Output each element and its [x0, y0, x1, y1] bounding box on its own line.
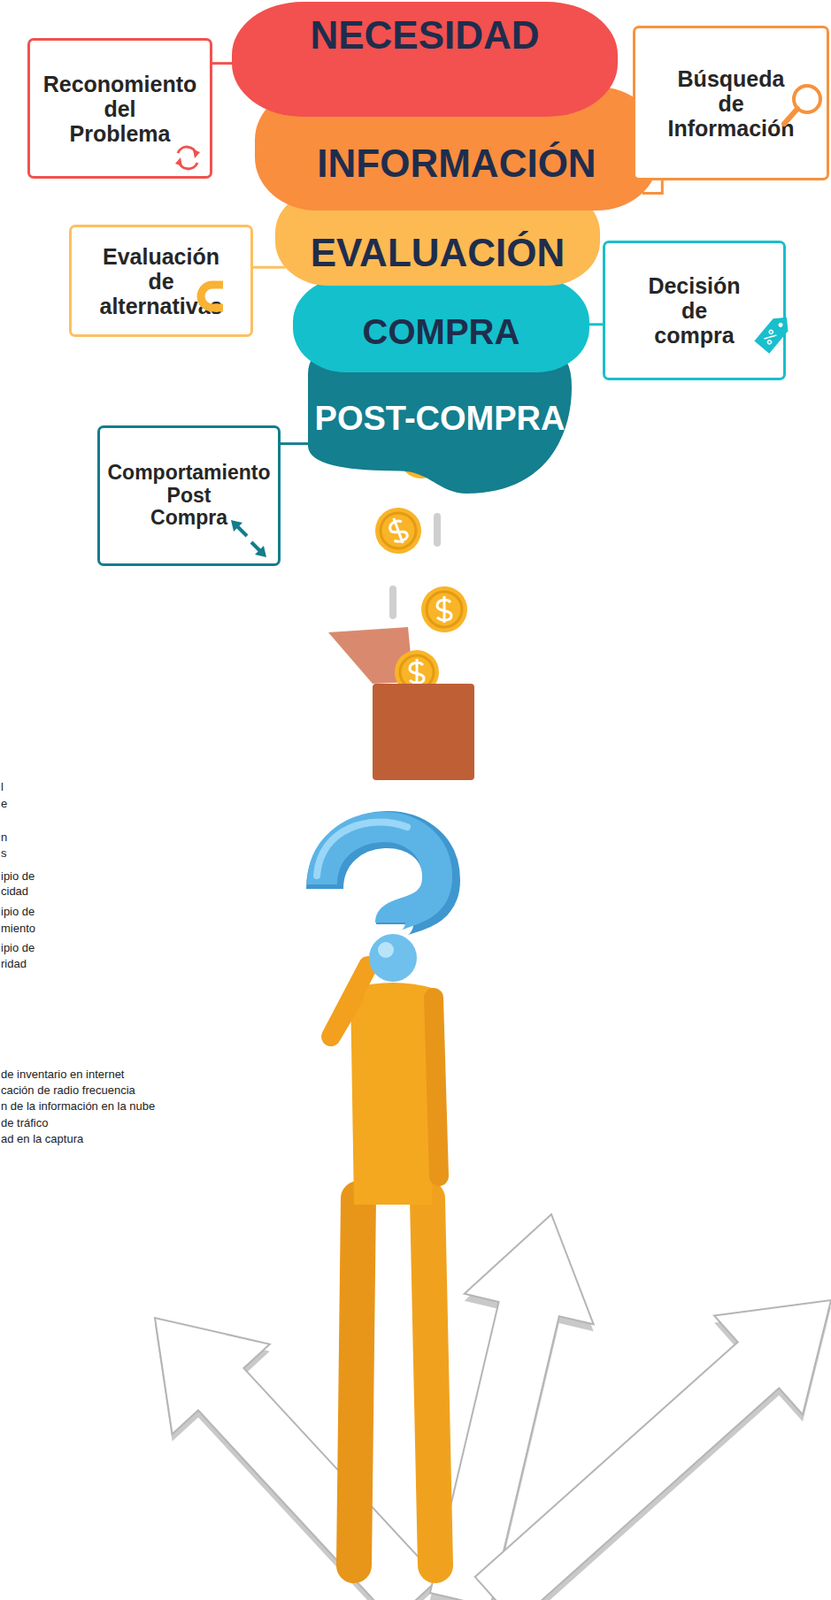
connector-line [642, 180, 663, 193]
cut-off-text: s [0, 846, 8, 861]
exchange-arrow [235, 524, 247, 537]
magnet-shape [200, 284, 224, 308]
band-label: POST-COMPRA [272, 401, 608, 436]
stage-box: Evaluación de alternativas [69, 224, 254, 338]
cut-off-text: de inventario en internet [0, 1068, 124, 1082]
coin [421, 586, 468, 633]
stage-box: Decisión de compra [602, 240, 786, 381]
exchange-head [230, 520, 243, 532]
stage-box: Comportamiento Post Compra [97, 425, 281, 567]
thinking-person [330, 934, 439, 1567]
person-torso [350, 983, 436, 1206]
cut-off-text: cidad [0, 884, 29, 899]
crossroad-arrows [154, 1215, 831, 1600]
box-label: Búsqueda de Información [644, 66, 818, 141]
coin-rim [375, 507, 421, 554]
magnifier-handle [784, 108, 798, 124]
dollar-symbol [437, 596, 452, 624]
question-mark-highlight [316, 823, 408, 877]
money-box [328, 627, 475, 781]
percent-dot [769, 329, 775, 335]
percent-slash [764, 330, 778, 344]
cut-off-text: ipio de [0, 941, 35, 955]
band-label: NECESIDAD [196, 15, 654, 55]
connector-line [212, 61, 232, 65]
funnel-band: COMPRA [292, 277, 590, 373]
question-mark [316, 823, 442, 925]
funnel-band: NECESIDAD [231, 1, 618, 117]
coin-face [421, 586, 468, 633]
connector-line [589, 323, 603, 326]
stage-box: Reconomiento del Problema [27, 38, 213, 179]
connector-line [280, 442, 308, 446]
cut-off-text: l [0, 780, 4, 794]
cut-off-text: cación de radio frecuencia [0, 1084, 136, 1098]
coin-rim [426, 592, 462, 628]
stage-box: Búsqueda de Información [632, 25, 830, 181]
coin [369, 501, 429, 562]
tag-shape [754, 311, 794, 354]
exchange-arrow [251, 542, 262, 554]
person-arm [330, 966, 369, 1038]
box-label: Comportamiento Post Compra [105, 461, 273, 531]
connector-line [253, 266, 285, 270]
box-label: Decisión de compra [614, 273, 775, 348]
cut-off-text: miento [0, 922, 36, 936]
exchange-icon [230, 520, 267, 558]
motion-bar [433, 513, 441, 547]
motion-bar [389, 585, 397, 620]
cut-off-text: ad en la captura [0, 1132, 84, 1147]
dollar-symbol [409, 659, 424, 686]
tag-hole [777, 322, 784, 329]
magnet-icon [200, 284, 224, 308]
band-label: COMPRA [257, 314, 625, 350]
person-arm [433, 998, 439, 1178]
cycle-icon [175, 146, 201, 170]
path-arrow [154, 1318, 439, 1600]
magnifier-icon [784, 85, 821, 124]
box-label: Evaluación de alternativas [80, 244, 242, 319]
head-highlight [377, 942, 394, 959]
band-label: EVALUACIÓN [239, 233, 636, 273]
person-head [369, 934, 417, 983]
cut-off-text: n [0, 831, 8, 845]
cycle-arrow [177, 146, 197, 155]
band-label: INFORMACIÓN [219, 144, 694, 184]
box-front [372, 684, 475, 781]
cycle-arrow [178, 161, 198, 170]
cut-off-text: de tráfico [0, 1116, 48, 1131]
coin-face [369, 501, 429, 562]
cycle-head [192, 149, 201, 159]
cut-off-text: n de la información en la nube [0, 1100, 155, 1114]
question-mark-body [322, 827, 438, 924]
cut-off-text: ridad [0, 957, 27, 971]
cut-off-text: e [0, 797, 8, 811]
cycle-head [175, 157, 183, 167]
person-leg [427, 1199, 436, 1567]
magnifier-lens [793, 85, 821, 113]
exchange-head [254, 546, 267, 558]
cut-off-text: ipio de [0, 905, 35, 919]
path-arrow [475, 1300, 831, 1600]
tag-icon [754, 311, 794, 354]
box-label: Reconomiento del Problema [38, 71, 201, 147]
cut-off-text: ipio de [0, 869, 35, 884]
funnel-band: POST-COMPRA [307, 352, 572, 494]
person-leg [353, 1199, 359, 1567]
dollar-symbol [386, 515, 409, 547]
percent-dot [767, 339, 773, 346]
